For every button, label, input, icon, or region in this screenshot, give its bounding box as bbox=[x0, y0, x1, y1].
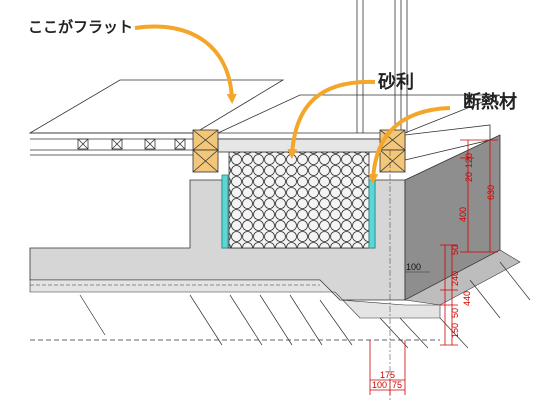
dim-50b: 50 bbox=[450, 308, 460, 318]
dim-50a: 50 bbox=[450, 245, 460, 255]
dim-100-step: 100 bbox=[406, 262, 421, 272]
dim-630: 630 bbox=[486, 185, 496, 200]
callout-flat: ここがフラット bbox=[28, 18, 133, 36]
dim-20: 20 bbox=[464, 172, 474, 182]
callout-insulation: 断熱材 bbox=[463, 91, 517, 113]
timber-sill-left bbox=[192, 129, 219, 173]
dim-240: 240 bbox=[450, 271, 460, 286]
concrete-foundation bbox=[29, 134, 521, 319]
dim-175: 175 bbox=[380, 370, 395, 380]
wall-post bbox=[356, 0, 408, 133]
dim-100-bottom: 100 bbox=[372, 380, 387, 390]
horizontal-dimension-lines bbox=[369, 340, 406, 395]
soil-hatch bbox=[30, 261, 531, 349]
gravel-callout-arrow bbox=[287, 79, 376, 159]
dim-150: 150 bbox=[450, 323, 460, 338]
flat-callout-arrow bbox=[134, 24, 237, 104]
joist-markers bbox=[77, 138, 186, 150]
upper-floor-deck bbox=[28, 79, 285, 156]
callout-gravel: 砂利 bbox=[378, 71, 414, 93]
insulation-left bbox=[221, 174, 229, 249]
insulation-right bbox=[368, 179, 376, 249]
dim-75: 75 bbox=[392, 380, 402, 390]
dim-400: 400 bbox=[458, 207, 468, 222]
dim-120: 120 bbox=[464, 153, 474, 168]
vertical-dimension-lines bbox=[440, 139, 498, 346]
insulation-callout-arrow bbox=[368, 106, 451, 184]
gravel-fill bbox=[228, 151, 370, 249]
dim-440: 440 bbox=[462, 291, 472, 306]
